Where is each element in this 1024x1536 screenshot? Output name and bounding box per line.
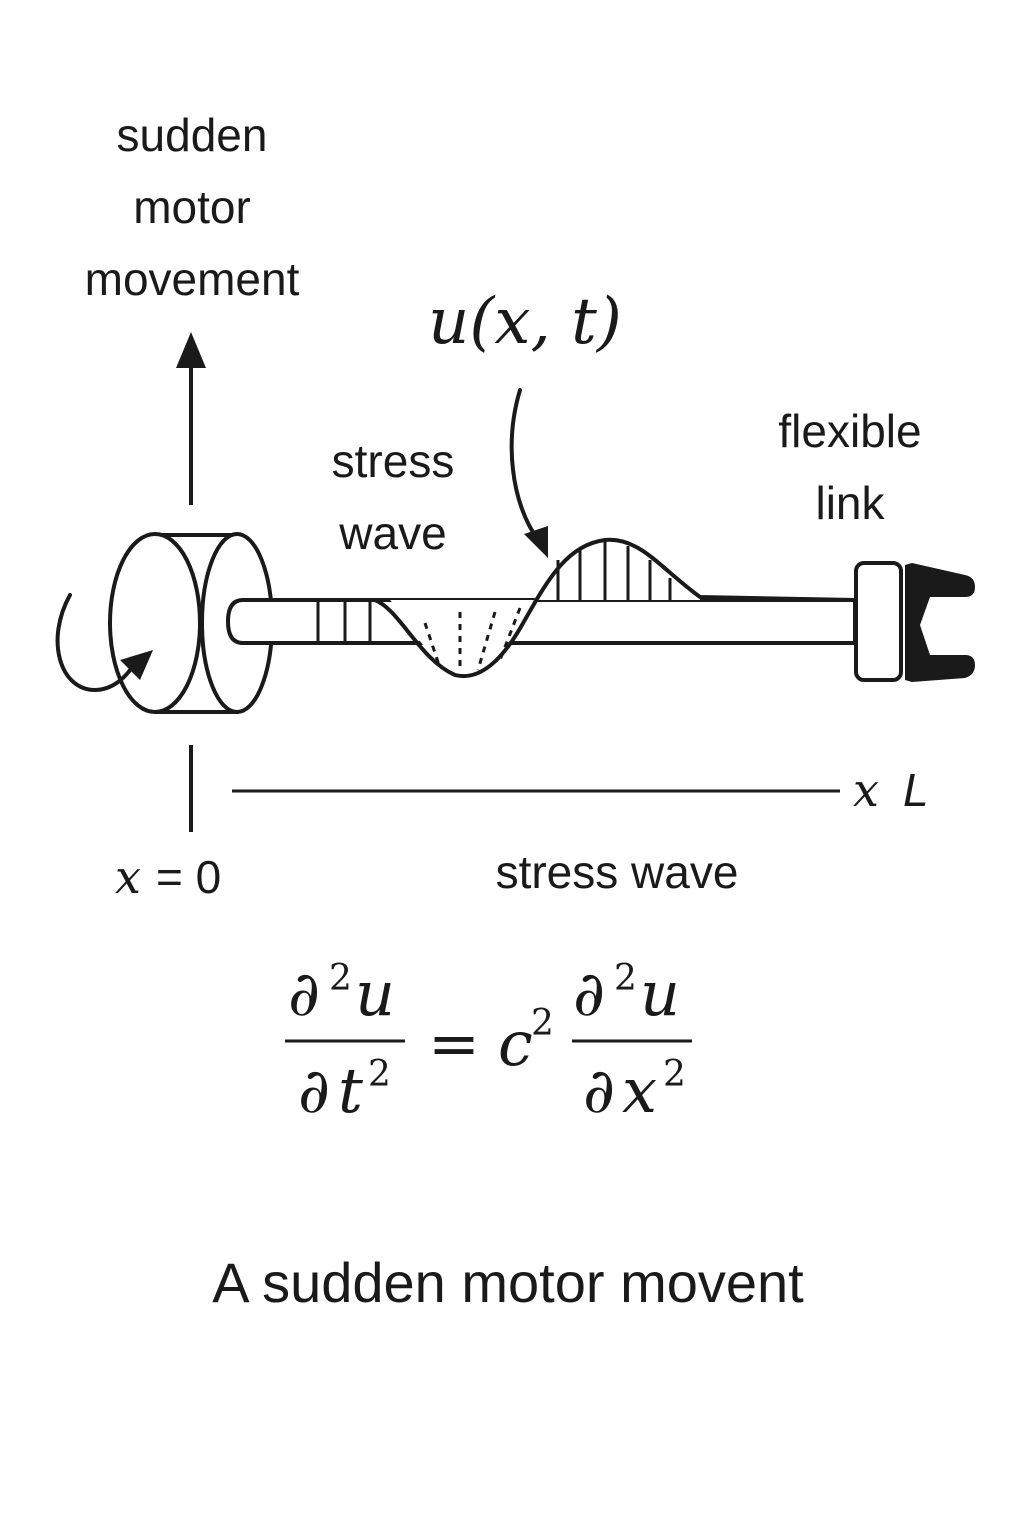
curved-arrow-icon	[509, 388, 548, 558]
rhs-square: 2	[614, 958, 637, 999]
lhs-den-partial: ∂	[298, 1054, 330, 1127]
speed-square: 2	[531, 1003, 554, 1044]
wave-equation: ∂ 2 u ∂ t 2 = c 2 ∂ 2 u ∂ x 2	[285, 957, 692, 1127]
lhs-denominator: ∂ t 2	[298, 1054, 391, 1127]
motor-movement-line-2: motor	[133, 181, 251, 233]
motor-movement-label: sudden motor movement	[85, 109, 300, 305]
rhs-u: u	[640, 957, 680, 1030]
equals-sign: =	[428, 1007, 480, 1080]
stress-wave-profile	[298, 537, 857, 679]
figure-caption: A sudden motor movent	[212, 1251, 804, 1314]
origin-label: x = 0	[115, 850, 221, 904]
rhs-denominator: ∂ x 2	[583, 1054, 686, 1127]
length-symbol: L	[903, 764, 929, 816]
displacement-label: u(x, t)	[428, 285, 622, 359]
lhs-numerator: ∂ 2 u	[288, 957, 395, 1030]
rhs-partial: ∂	[573, 957, 605, 1030]
origin-eq: = 0	[156, 851, 221, 903]
rhs-den-x: x	[622, 1054, 657, 1127]
rhs-den-square: 2	[663, 1054, 686, 1095]
flexible-link-line-2: link	[815, 477, 885, 529]
rhs-numerator: ∂ 2 u	[573, 957, 680, 1030]
stress-wave-upper-line-2: wave	[338, 507, 446, 559]
gripper-icon	[854, 561, 975, 682]
up-arrow-icon	[176, 332, 206, 505]
motor-movement-line-3: movement	[85, 253, 300, 305]
rotation-arrow-icon	[55, 593, 153, 692]
lhs-u: u	[355, 957, 395, 1030]
flexible-link-shaft	[225, 598, 857, 645]
stress-wave-upper-label: stress wave	[332, 435, 455, 559]
lhs-square: 2	[329, 958, 352, 999]
lhs-partial: ∂	[288, 957, 320, 1030]
wave-speed: c 2	[498, 1003, 554, 1080]
flexible-link-line-1: flexible	[778, 405, 921, 457]
origin-var: x	[115, 850, 141, 904]
lhs-den-square: 2	[368, 1054, 391, 1095]
length-var: x	[853, 763, 879, 817]
length-label: x L	[853, 763, 929, 817]
flexible-link-label: flexible link	[778, 405, 921, 529]
speed-c: c	[498, 1007, 533, 1080]
rhs-den-partial: ∂	[583, 1054, 615, 1127]
lhs-den-t: t	[338, 1054, 363, 1127]
motor-movement-line-1: sudden	[117, 109, 268, 161]
stress-wave-upper-line-1: stress	[332, 435, 455, 487]
stress-wave-lower-label: stress wave	[496, 846, 739, 898]
